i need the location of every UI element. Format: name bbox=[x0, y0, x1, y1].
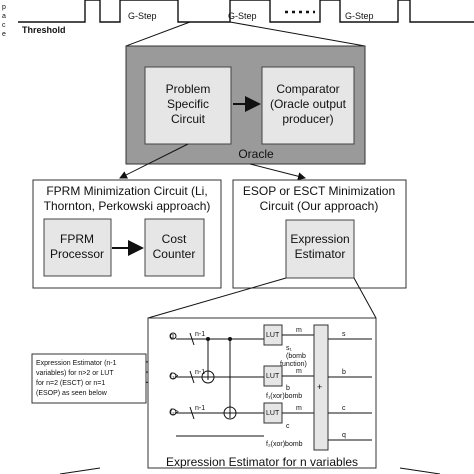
output-b-label: b bbox=[342, 369, 346, 376]
side-note-box bbox=[31, 353, 147, 404]
estimator-line-2: Estimator bbox=[295, 247, 346, 261]
oracle-label: Oracle bbox=[238, 147, 274, 161]
side-char-3: c bbox=[2, 22, 6, 29]
fprm-processor-box bbox=[43, 218, 112, 277]
detail-caption: Expression Estimator for n variables bbox=[166, 455, 358, 469]
pulse-waveform bbox=[18, 0, 474, 23]
bus-slash-1 bbox=[189, 332, 195, 346]
cost-counter-line-2: Counter bbox=[153, 247, 196, 261]
adder-plus-label: + bbox=[317, 382, 322, 392]
esop-panel: ESOP or ESCT Minimization Circuit (Our a… bbox=[232, 179, 407, 289]
g-step-label-1: G-Step bbox=[128, 11, 157, 21]
lut-label-3: LUT bbox=[266, 410, 280, 417]
arrow-to-esop bbox=[249, 163, 306, 181]
side-note-line-4: (ESOP) as seen below bbox=[36, 390, 108, 397]
output-s-label: s bbox=[342, 331, 346, 338]
side-char-2: a bbox=[2, 13, 6, 20]
fprm-title-2: Thornton, Perkowski approach) bbox=[44, 199, 211, 213]
fn-row3-line2: f₂(xor)bomb bbox=[266, 441, 303, 448]
input-f2-port bbox=[169, 408, 177, 416]
fn-row1-line1: s₁ bbox=[286, 345, 293, 352]
bottom-zoom-left bbox=[59, 467, 101, 474]
bus-slash-3 bbox=[189, 406, 195, 420]
side-note-line-3: for n=2 (ESCT) or n=1 bbox=[36, 380, 105, 387]
input-g-port bbox=[169, 332, 177, 340]
input-f2-label: f₂> bbox=[170, 409, 179, 416]
cost-counter-line-1: Cost bbox=[162, 232, 187, 246]
fn-row1-line2: (bomb bbox=[286, 353, 306, 360]
comparator-line-3: producer) bbox=[282, 112, 333, 126]
processor-line-1: FPRM bbox=[60, 232, 94, 246]
zoom-line-right bbox=[229, 21, 366, 47]
output-q-label: q bbox=[342, 432, 346, 439]
comparator-line-1: Comparator bbox=[276, 82, 339, 96]
detail-zoom-right bbox=[353, 277, 377, 319]
side-char-1: p bbox=[2, 4, 6, 11]
bus-slash-2 bbox=[189, 370, 195, 384]
fprm-title-1: FPRM Minimization Circuit (Li, bbox=[46, 184, 207, 198]
arrow-to-fprm bbox=[119, 143, 189, 179]
bus-label-1: n-1 bbox=[195, 331, 205, 338]
bus-label-3: n-1 bbox=[195, 405, 205, 412]
bottom-zoom-right bbox=[399, 467, 441, 474]
detail-frame bbox=[147, 317, 377, 469]
fn-row2-line1: b bbox=[286, 385, 290, 392]
esop-title-1: ESOP or ESCT Minimization bbox=[243, 184, 395, 198]
esop-title-2: Circuit (Our approach) bbox=[260, 199, 379, 213]
m-label-3: m bbox=[296, 405, 302, 412]
m-label-2: m bbox=[296, 368, 302, 375]
comparator-box bbox=[261, 66, 355, 145]
processor-line-2: Processor bbox=[50, 247, 104, 261]
side-note-line-2: variables) for n>2 or LUT bbox=[36, 370, 114, 377]
side-note-line-1: Expression Estimator (n-1 bbox=[36, 360, 117, 367]
lut-label-1: LUT bbox=[266, 332, 280, 339]
control-dot-1 bbox=[206, 337, 210, 341]
comparator-line-2: (Oracle output bbox=[270, 97, 347, 111]
zoom-line-left bbox=[125, 21, 191, 47]
cost-counter-box bbox=[144, 218, 205, 277]
problem-line-2: Specific bbox=[167, 97, 209, 111]
threshold-label: Threshold bbox=[22, 25, 66, 35]
g-step-label-3: G-Step bbox=[345, 11, 374, 21]
g-step-label-2: G-Step bbox=[228, 11, 257, 21]
input-g-label: g bbox=[170, 333, 174, 340]
detail-circuit: g f₁> f₂> n-1 n-1 n-1 LUT LUT LUT bbox=[147, 317, 377, 469]
fn-row2-line2: f₁(xor)bomb bbox=[266, 393, 302, 400]
fn-row1-line3: function) bbox=[280, 361, 307, 368]
oracle-block: Problem Specific Circuit Comparator (Ora… bbox=[125, 45, 366, 165]
lut-label-2: LUT bbox=[266, 373, 280, 380]
input-f1-label: f₁> bbox=[170, 373, 178, 380]
estimator-line-1: Expression bbox=[290, 232, 349, 246]
fprm-panel: FPRM Minimization Circuit (Li, Thornton,… bbox=[32, 179, 222, 289]
problem-line-1: Problem bbox=[166, 82, 211, 96]
timeline-strip: p a c e Threshold G-Step G-Step G-Step bbox=[2, 0, 474, 47]
problem-line-3: Circuit bbox=[171, 112, 206, 126]
adder-block bbox=[313, 324, 329, 451]
detail-zoom-left bbox=[147, 277, 287, 319]
expression-estimator-box bbox=[285, 219, 355, 279]
output-c-label: c bbox=[342, 405, 346, 412]
side-char-4: e bbox=[2, 31, 6, 38]
control-dot-2 bbox=[228, 337, 232, 341]
bus-label-2: n-1 bbox=[195, 369, 205, 376]
problem-circuit-box bbox=[144, 66, 232, 145]
m-label-1: m bbox=[296, 327, 302, 334]
fn-row3-line1: c bbox=[286, 423, 290, 430]
input-f1-port bbox=[169, 372, 177, 380]
